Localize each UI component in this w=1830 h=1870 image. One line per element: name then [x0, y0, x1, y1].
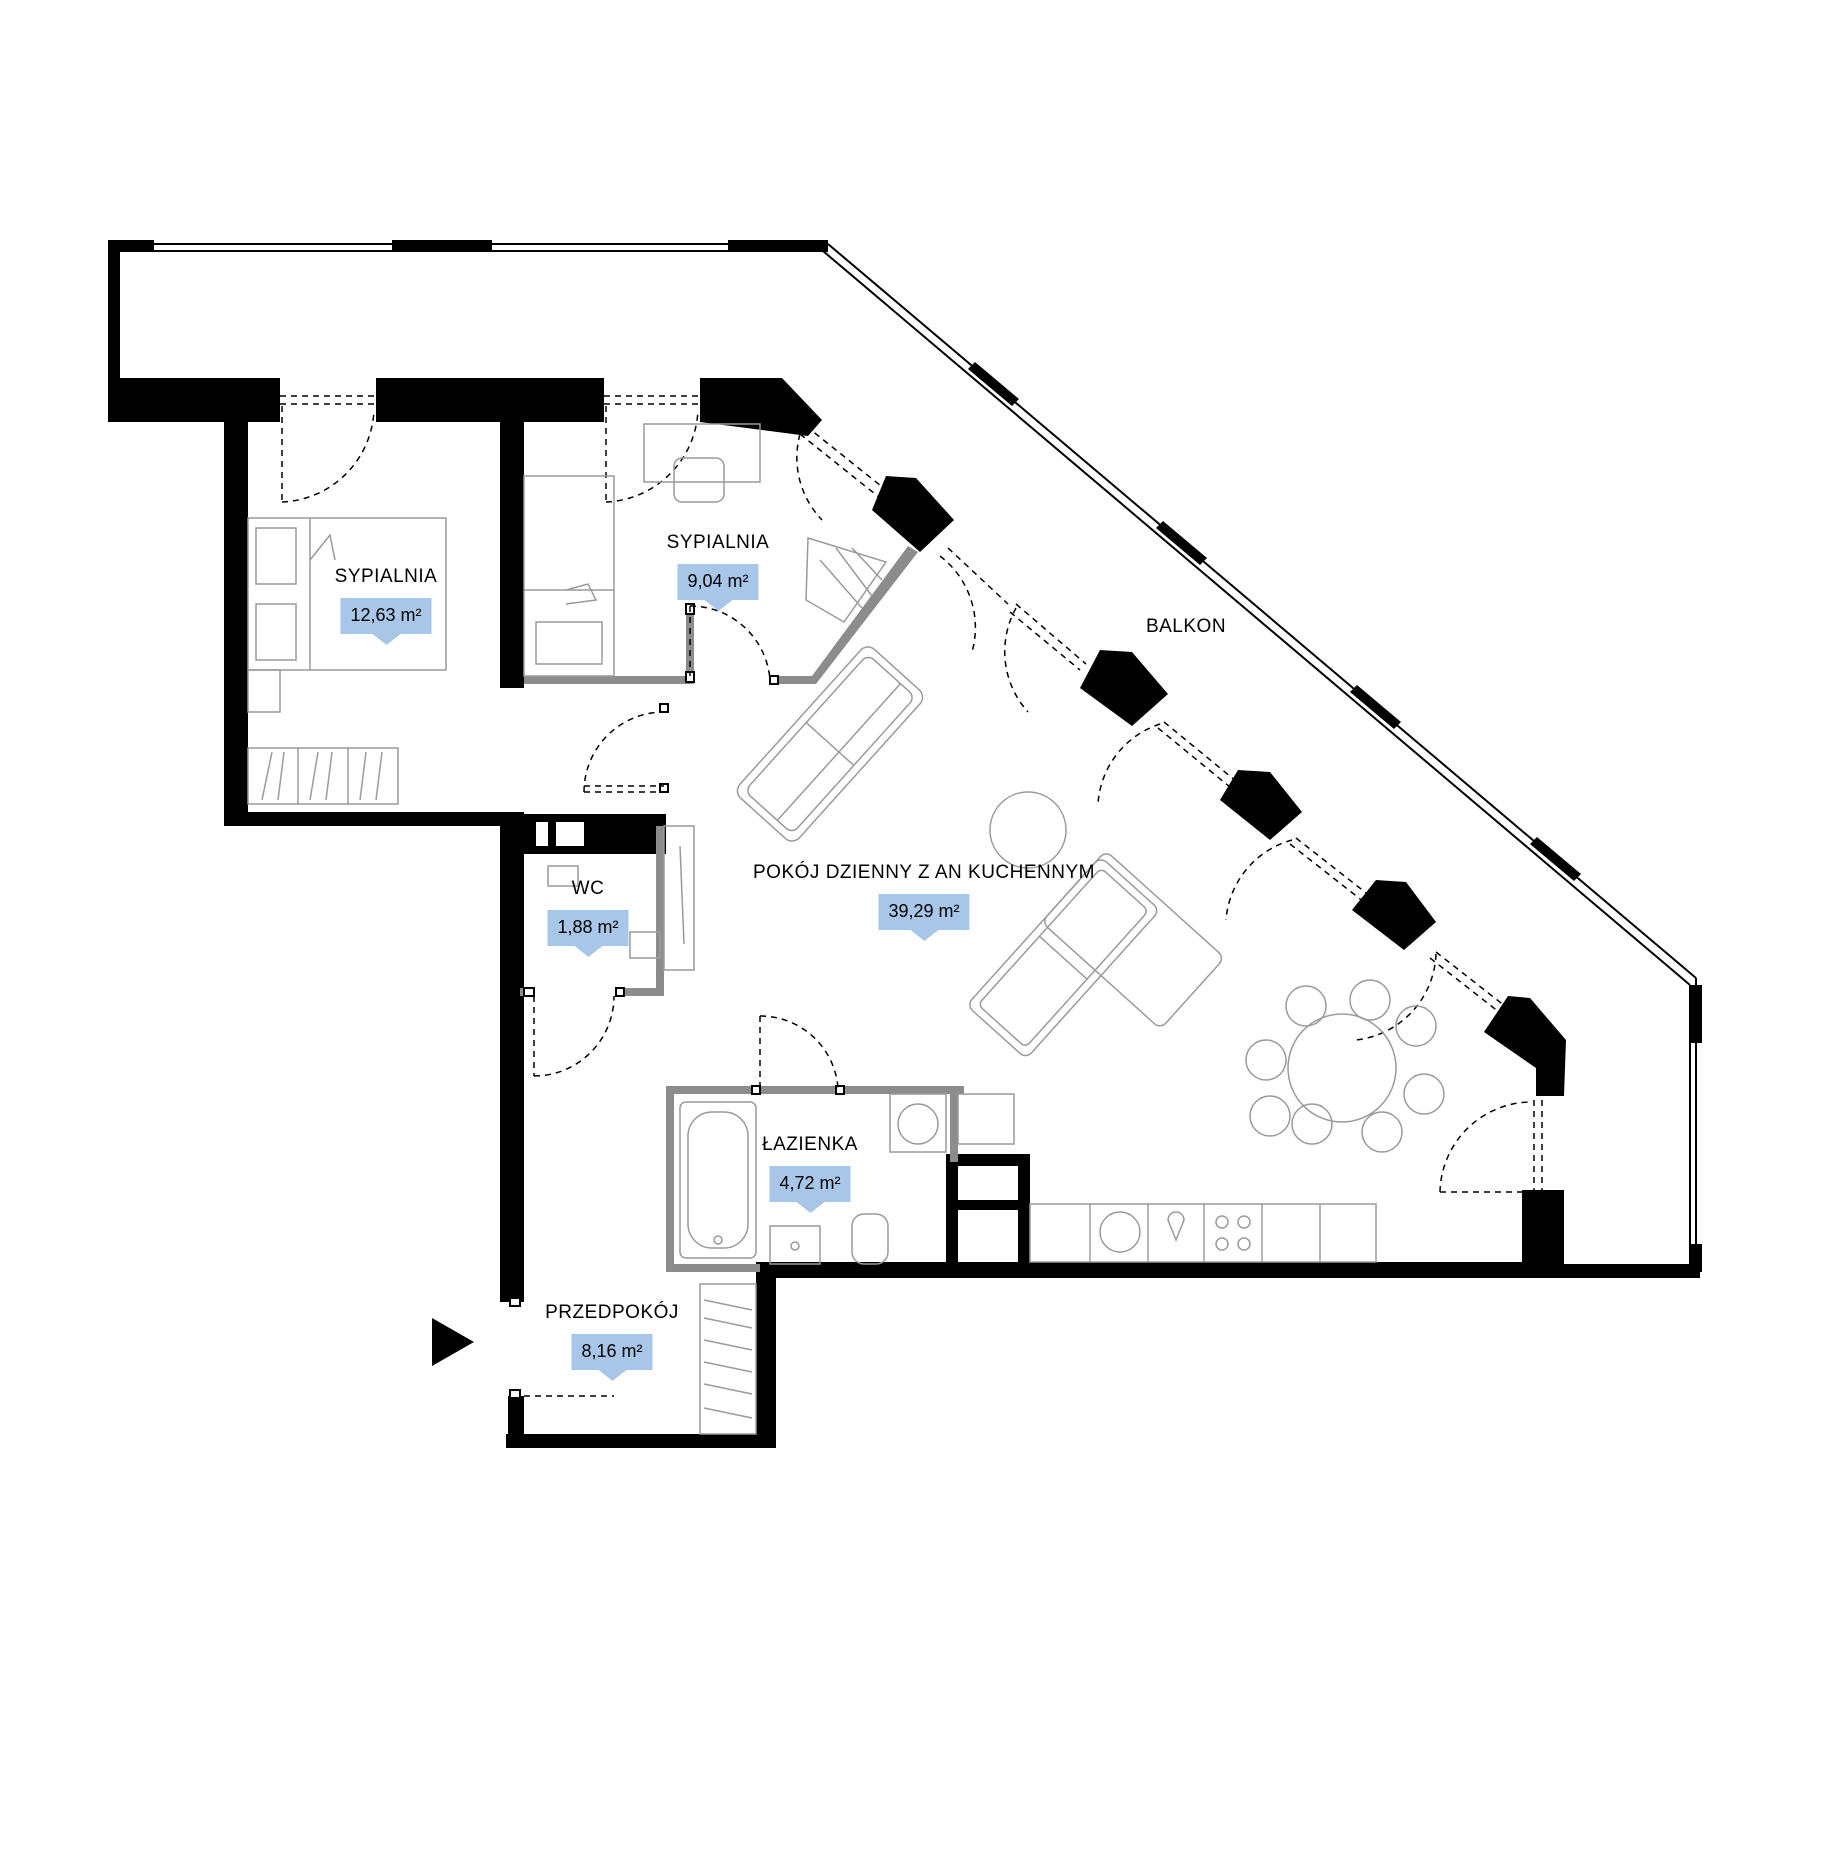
hallway-name: PRZEDPOKÓJ	[545, 1302, 679, 1323]
bedroom1-area-badge: 12,63 m²	[340, 598, 432, 645]
washbasin	[769, 1225, 821, 1265]
coffee-table	[989, 791, 1067, 869]
sink	[1099, 1211, 1141, 1253]
bedroom1-name: SYPIALNIA	[334, 566, 438, 587]
partition-walls	[520, 546, 964, 1272]
bathtub	[679, 1101, 757, 1259]
toilet	[851, 1213, 889, 1265]
bed-single	[523, 475, 615, 677]
kitchen-counter	[1029, 1203, 1377, 1263]
dining-table	[1287, 1013, 1397, 1123]
structural-walls	[108, 240, 1700, 1448]
wc-cabinet	[663, 825, 695, 971]
wc-washbasin	[629, 931, 661, 959]
wardrobe	[247, 747, 399, 805]
door-jambs	[509, 603, 845, 1399]
bedroom2-name: SYPIALNIA	[666, 532, 770, 553]
sofa-1	[736, 646, 924, 842]
tap	[1167, 1211, 1185, 1243]
chair	[673, 457, 725, 503]
balcony-name: BALKON	[1145, 616, 1227, 637]
bedroom2-area-badge: 9,04 m²	[677, 564, 759, 611]
bathroom-name: ŁAZIENKA	[762, 1134, 858, 1155]
sofa-corner	[969, 853, 1223, 1057]
furniture	[247, 423, 1445, 1435]
door-swings	[280, 395, 1543, 1397]
bathroom-area-badge: 4,72 m²	[769, 1166, 851, 1213]
desk	[643, 423, 761, 483]
living-room-name: POKÓJ DZIENNY Z AN KUCHENNYM	[753, 862, 1095, 883]
pillow	[255, 527, 297, 585]
wc-area-badge: 1,88 m²	[547, 910, 629, 957]
hallway-area-badge: 8,16 m²	[571, 1334, 653, 1381]
entrance-arrow-icon	[432, 1318, 474, 1366]
balcony-posts	[108, 240, 1702, 1272]
living-room-area-badge: 39,29 m²	[878, 894, 970, 941]
hall-wardrobe	[699, 1283, 757, 1435]
wardrobe-diagonal	[805, 536, 888, 623]
wc-name: WC	[571, 878, 605, 899]
pillow	[255, 603, 297, 661]
washing-machine	[889, 1093, 947, 1153]
bed-double	[247, 517, 447, 671]
boiler	[957, 1093, 1015, 1145]
